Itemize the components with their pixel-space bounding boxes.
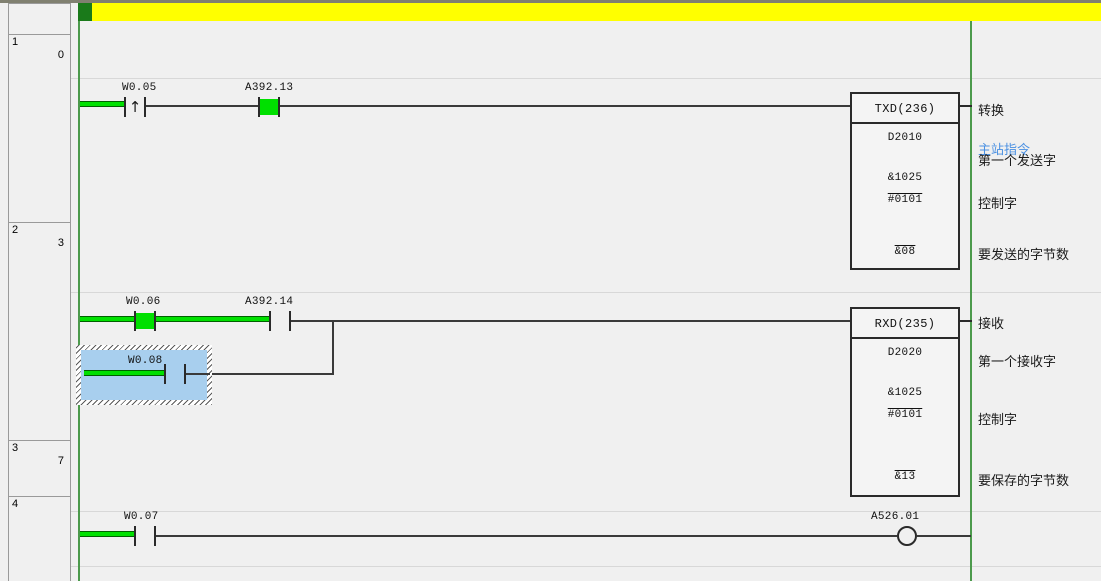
contact-a392-14[interactable] (269, 311, 291, 331)
rung-1-comment-master-instruction: 主站指令 (978, 143, 1031, 158)
rung-separator (71, 292, 1101, 293)
row-number-gutter: 1 0 2 3 3 7 4 (8, 3, 71, 581)
gutter-cell-rung-2[interactable]: 2 3 (9, 223, 70, 441)
coil-label-a526-01: A526.01 (871, 511, 920, 523)
output-coil-a526-01[interactable] (897, 526, 917, 546)
rung-separator (71, 78, 1101, 79)
rung-1-comment-3: 控制字 (978, 197, 1018, 212)
contact-label-a392-13: A392.13 (245, 82, 294, 94)
function-block-operand-1: D2020 (887, 347, 923, 359)
function-block-output-stub (958, 105, 972, 107)
contact-bar-left (258, 97, 260, 117)
contact-bar-left (269, 311, 271, 331)
function-block-operand-3: #0101 (887, 194, 923, 206)
function-block-operand-3: #0101 (887, 409, 923, 421)
rung-1-comment-1: 转换 (978, 104, 1005, 119)
rung-1-power-segment (80, 101, 124, 107)
contact-energized-fill (136, 313, 154, 329)
rung-2-branch-connector (332, 320, 334, 375)
gutter-cell-rung-1[interactable]: 1 0 (9, 35, 70, 223)
rung-2-branch-power-segment (84, 370, 164, 376)
contact-label-a392-14: A392.14 (245, 296, 294, 308)
gutter-row-number: 3 (12, 442, 19, 454)
rung-3-power-segment (80, 531, 134, 537)
function-block-operand-2: &1025 (887, 172, 923, 184)
rising-edge-arrow-icon: ↑ (128, 98, 142, 116)
contact-w0-05[interactable]: ↑ (124, 97, 146, 117)
gutter-step-number: 0 (57, 49, 64, 61)
function-block-output-stub (958, 320, 972, 322)
rung-separator (71, 566, 1101, 567)
contact-energized-fill (260, 99, 278, 115)
top-divider (0, 0, 1101, 3)
rung-2-power-segment-2 (156, 316, 269, 322)
contact-w0-06[interactable] (134, 311, 156, 331)
rung-separator (71, 511, 1101, 512)
rung-1-wire (146, 105, 258, 107)
right-power-rail (970, 21, 972, 581)
rung-1-wire-to-block (280, 105, 850, 107)
function-block-operand-4: &08 (894, 246, 916, 258)
contact-bar-right (289, 311, 291, 331)
rung-1-comment-2: 第一个发送字 (978, 154, 1057, 169)
contact-bar-left (134, 311, 136, 331)
contact-bar-right (154, 311, 156, 331)
contact-label-w0-07: W0.07 (124, 511, 159, 523)
rung-2-power-segment (80, 316, 134, 322)
contact-label-w0-06: W0.06 (126, 296, 161, 308)
gutter-cell-rung-3[interactable]: 3 7 (9, 441, 70, 497)
contact-bar-left (164, 364, 166, 384)
contact-label-w0-08: W0.08 (128, 355, 163, 367)
gutter-cell-header[interactable] (9, 4, 70, 35)
gutter-step-number: 3 (57, 237, 64, 249)
contact-w0-08[interactable] (164, 364, 186, 384)
contact-bar-right (144, 97, 146, 117)
rung-2-branch-wire (207, 373, 334, 375)
rung-3-wire-to-rail (917, 535, 971, 537)
contact-bar-left (124, 97, 126, 117)
gutter-row-number: 1 (12, 36, 19, 48)
gutter-row-number: 4 (12, 498, 19, 510)
rung-2-comment-1: 接收 (978, 317, 1005, 332)
function-block-title: RXD(235) (852, 309, 958, 339)
rung-2-comment-3: 控制字 (978, 413, 1018, 428)
rung-3-wire (156, 535, 897, 537)
gutter-row-number: 2 (12, 224, 19, 236)
function-block-operand-2: &1025 (887, 387, 923, 399)
function-block-title: TXD(236) (852, 94, 958, 124)
rung-2-comment-4: 要保存的字节数 (978, 474, 1070, 489)
contact-w0-07[interactable] (134, 526, 156, 546)
gutter-step-number: 7 (57, 455, 64, 467)
function-block-rxd[interactable]: RXD(235) D2020 &1025 #0101 &13 (850, 307, 960, 497)
function-block-operand-4: &13 (894, 471, 916, 483)
function-block-operand-1: D2010 (887, 132, 923, 144)
function-block-txd[interactable]: TXD(236) D2010 &1025 #0101 &08 (850, 92, 960, 270)
rung-2-wire-junction (291, 320, 851, 322)
cursor-position-marker[interactable] (78, 3, 92, 21)
cursor-band (78, 3, 1101, 21)
contact-a392-13[interactable] (258, 97, 280, 117)
rung-1-comment-4: 要发送的字节数 (978, 248, 1070, 263)
gutter-cell-rung-4[interactable]: 4 (9, 497, 70, 581)
rung-2-branch-wire-inner (186, 373, 210, 375)
contact-bar-right (278, 97, 280, 117)
contact-bar-left (134, 526, 136, 546)
rung-2-comment-2: 第一个接收字 (978, 355, 1057, 370)
contact-label-w0-05: W0.05 (122, 82, 157, 94)
contact-bar-right (184, 364, 186, 384)
left-power-rail (78, 21, 80, 581)
contact-bar-right (154, 526, 156, 546)
